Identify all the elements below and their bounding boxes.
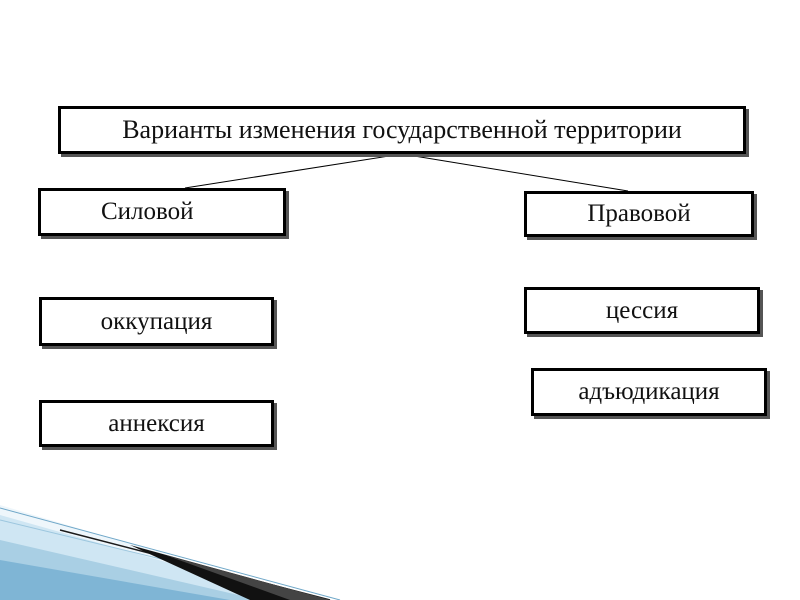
item-adjudication-box: адъюдикация [531,368,767,416]
item-occupation-label: оккупация [101,308,213,336]
item-cession-label: цессия [606,297,678,325]
item-annexation-box: аннексия [39,400,274,447]
branch-legal-box: Правовой [524,191,754,237]
item-annexation-label: аннексия [108,410,204,438]
branch-force-label: Силовой [101,198,194,226]
item-adjudication-label: адъюдикация [578,378,719,406]
diagram-title: Варианты изменения государственной терри… [122,115,682,145]
diagram-title-box: Варианты изменения государственной терри… [58,106,746,154]
branch-legal-label: Правовой [587,200,690,228]
item-cession-box: цессия [524,287,760,334]
item-occupation-box: оккупация [39,297,274,346]
branch-force-box: Силовой [38,188,286,236]
